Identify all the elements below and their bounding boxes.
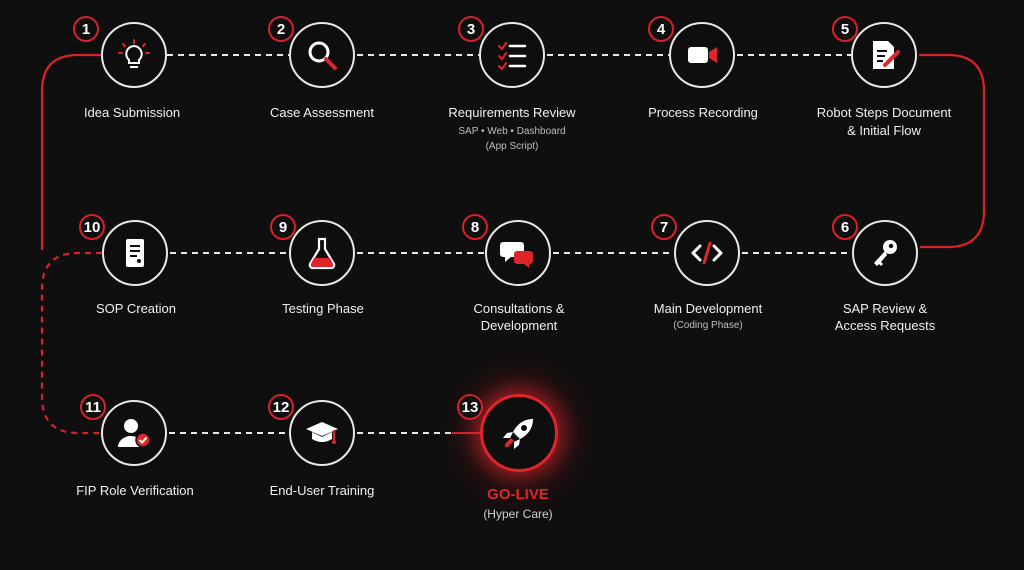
step-8-label: Consultations &: [473, 301, 565, 316]
connector-5-6: [919, 53, 986, 249]
step-6-node: [852, 220, 918, 286]
step-11-label: FIP Role Verification: [76, 483, 194, 498]
step-10-label: SOP Creation: [96, 301, 176, 316]
step-1-node: [101, 22, 167, 88]
flask-icon: [305, 236, 339, 270]
step-13-badge: 13: [457, 394, 483, 420]
step-12-node: [289, 400, 355, 466]
magnifier-icon: [305, 38, 339, 72]
step-3-label: Requirements Review: [448, 105, 576, 120]
document-edit-icon: [867, 38, 901, 72]
step-5-badge: 5: [832, 16, 858, 42]
step-2-node: [289, 22, 355, 88]
step-8-badge: 8: [462, 214, 488, 240]
connector-1-left: [40, 53, 101, 250]
step-10-node: [102, 220, 168, 286]
step-2-label: Case Assessment: [269, 105, 375, 120]
rocket-icon: [500, 414, 538, 452]
step-3-sub-2: (App Script): [485, 141, 539, 152]
step-4-badge: 4: [648, 16, 674, 42]
step-13-label: GO-LIVE: [487, 486, 549, 503]
step-11-badge: 11: [80, 394, 106, 420]
step-13-node: [480, 394, 558, 472]
step-9-node: [289, 220, 355, 286]
step-5-label: Robot Steps Document: [816, 105, 952, 120]
step-13-sub: (Hyper Care): [483, 507, 553, 521]
step-6-label: SAP Review &: [842, 301, 928, 316]
step-6-label-line-2: Access Requests: [834, 318, 936, 333]
step-4-node: [669, 22, 735, 88]
step-1-badge: 1: [73, 16, 99, 42]
step-12-badge: 12: [268, 394, 294, 420]
step-5-label-line-2: & Initial Flow: [847, 123, 921, 138]
step-7-badge: 7: [651, 214, 677, 240]
step-10-badge: 10: [79, 214, 105, 240]
step-8-label-line-2: Development: [480, 318, 558, 333]
step-2-badge: 2: [268, 16, 294, 42]
step-3-node: [479, 22, 545, 88]
graduation-cap-icon: [304, 416, 340, 450]
step-11-node: [101, 400, 167, 466]
step-3-sub-1: SAP • Web • Dashboard: [458, 126, 566, 137]
user-check-icon: [116, 416, 152, 450]
step-5-node: [851, 22, 917, 88]
step-7-sub: (Coding Phase): [673, 320, 743, 331]
checklist-icon: [495, 38, 529, 72]
key-icon: [868, 236, 902, 270]
code-icon: [690, 236, 724, 270]
lightbulb-icon: [117, 38, 151, 72]
step-9-badge: 9: [270, 214, 296, 240]
step-1-label: Idea Submission: [83, 105, 181, 120]
chat-bubbles-icon: [500, 236, 536, 270]
connector-10-11: [40, 251, 102, 435]
video-camera-icon: [684, 38, 720, 72]
step-7-label: Main Development: [653, 301, 763, 316]
step-8-node: [485, 220, 551, 286]
step-4-label: Process Recording: [648, 105, 758, 120]
step-3-badge: 3: [458, 16, 484, 42]
step-9-label: Testing Phase: [282, 301, 364, 316]
step-6-badge: 6: [832, 214, 858, 240]
step-7-node: [674, 220, 740, 286]
step-12-label: End-User Training: [269, 483, 375, 498]
document-icon: [118, 236, 152, 270]
